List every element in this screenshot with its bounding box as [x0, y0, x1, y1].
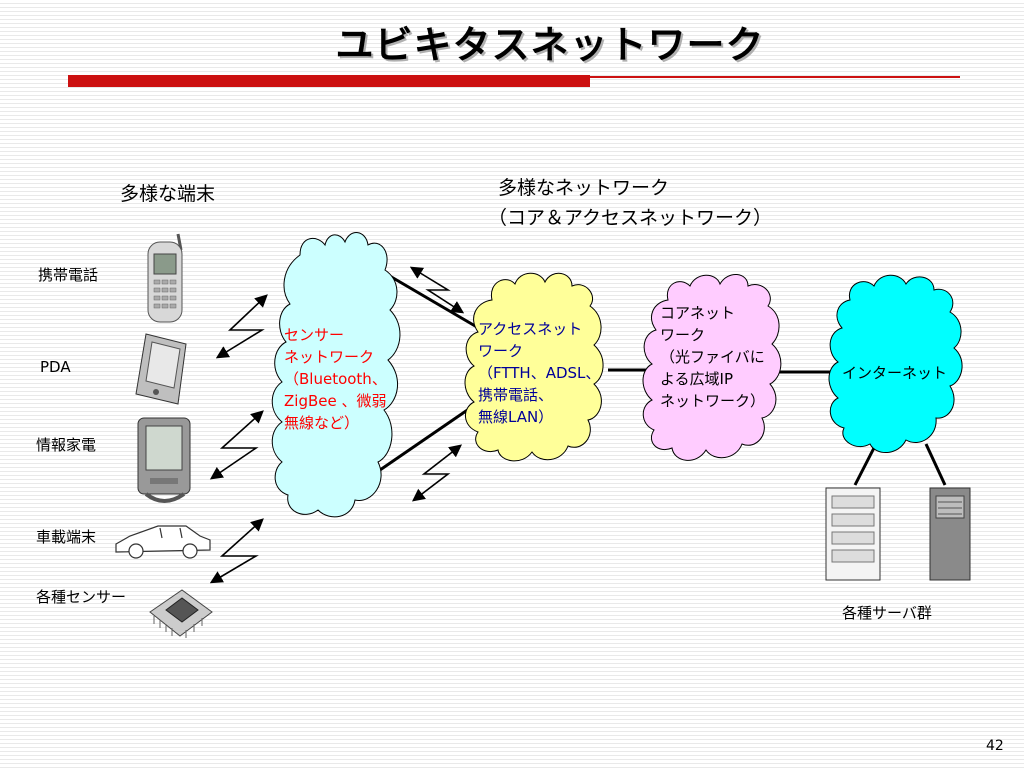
access-network-line: ワーク [478, 342, 524, 360]
device-label-appliance: 情報家電 [36, 436, 97, 454]
wireless-links [209, 266, 465, 584]
sensor-network-cloud [271, 232, 401, 518]
sensor-network-line: （Bluetooth、 [284, 370, 387, 388]
servers-label: 各種サーバ群 [842, 604, 932, 622]
access-network-text: アクセスネット ワーク （FTTH、ADSL、 携帯電話、 無線LAN） [478, 318, 600, 428]
access-network-cloud [464, 272, 604, 462]
sensor-network-line: ZigBee 、微弱 [284, 392, 387, 410]
wireless-arrow-appliance [209, 410, 264, 480]
wireless-arrow-access-lower [411, 444, 463, 502]
sensor-network-line: センサー [284, 326, 345, 344]
link-sensor-access-upper [387, 273, 483, 332]
link-internet-tower-server [924, 443, 947, 486]
slide-title: ユビキタスネットワーク [335, 23, 765, 67]
link-sensor-access-lower [379, 398, 483, 472]
information-appliance-icon [137, 417, 191, 503]
sensor-network-line: ネットワーク [284, 348, 375, 366]
title-underline-bar [68, 75, 590, 87]
page-number: 42 [986, 738, 1004, 754]
internet-label: インターネット [842, 364, 948, 382]
access-network-line: 無線LAN） [478, 408, 554, 426]
server-rack-icon [825, 487, 881, 581]
device-label-pda: PDA [40, 358, 71, 376]
heading-networks-sub: （コア＆アクセスネットワーク） [488, 207, 773, 229]
core-network-cloud [642, 274, 782, 461]
access-network-line: アクセスネット [478, 320, 583, 338]
heading-networks: 多様なネットワーク [498, 177, 670, 199]
device-label-car: 車載端末 [36, 528, 97, 546]
wireless-arrow-car [209, 518, 264, 584]
heading-terminals: 多様な端末 [120, 183, 216, 205]
car-icon [115, 525, 211, 559]
core-network-text: コアネット ワーク （光ファイバに よる広域IP ネットワーク） [660, 302, 765, 412]
wireless-arrow-access-upper [409, 266, 465, 314]
tower-server-icon [929, 487, 971, 581]
device-label-sensor: 各種センサー [36, 588, 127, 606]
access-network-line: 携帯電話、 [478, 386, 554, 404]
internet-cloud [828, 274, 963, 453]
access-network-line: （FTTH、ADSL、 [478, 364, 601, 382]
sensor-network-text: センサー ネットワーク （Bluetooth、 ZigBee 、微弱 無線など） [284, 324, 387, 434]
sensor-chip-icon [149, 589, 213, 638]
wireless-arrow-phone [215, 294, 268, 359]
pda-icon [135, 333, 187, 405]
sensor-network-line: 無線など） [284, 414, 360, 432]
device-label-phone: 携帯電話 [38, 266, 99, 284]
core-network-line: ネットワーク） [660, 392, 766, 410]
link-internet-server-rack [853, 443, 878, 486]
core-network-line: よる広域IP [660, 370, 734, 388]
title-underline-thin [590, 76, 960, 78]
core-network-line: ワーク [660, 326, 706, 344]
core-network-line: （光ファイバに [660, 348, 765, 366]
mobile-phone-icon [147, 233, 183, 323]
core-network-line: コアネット [660, 304, 736, 322]
